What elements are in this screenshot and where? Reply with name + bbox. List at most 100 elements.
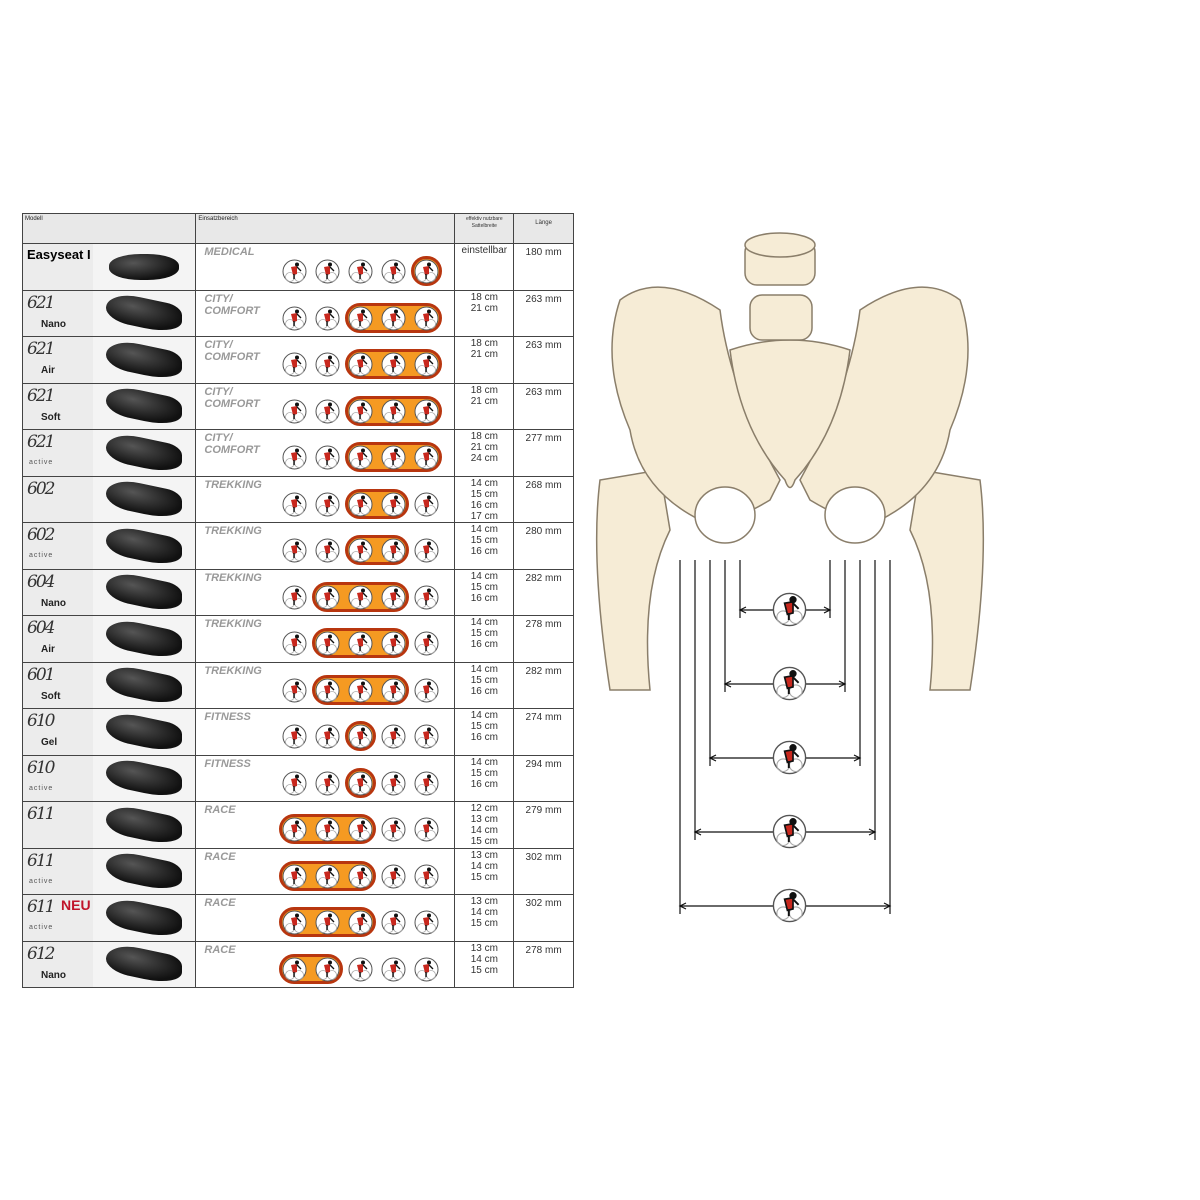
saddle-image <box>92 569 196 616</box>
saddle-image <box>92 429 196 476</box>
width-value: 16 cm <box>470 592 498 604</box>
rider-position-icon <box>348 259 373 284</box>
width-value: 14 cm <box>470 477 498 489</box>
width-value: 14 cm <box>470 617 498 628</box>
rider-position-icon <box>381 399 406 424</box>
saddle-image <box>92 894 196 941</box>
rider-position-icon <box>315 910 340 935</box>
width-value: 12 cm <box>470 803 498 814</box>
model-variant: Gel <box>41 737 58 748</box>
rider-position-icon <box>315 864 340 889</box>
riding-position-icons <box>279 814 447 844</box>
model-number: 621 <box>27 432 55 452</box>
width-value: 14 cm <box>470 953 498 965</box>
model-active: active <box>29 924 54 931</box>
width-value: 13 cm <box>470 942 498 954</box>
width-value: 13 cm <box>470 814 498 825</box>
riding-position-icons <box>282 767 447 798</box>
pelvis-diagram <box>595 232 985 923</box>
model-number: 621 <box>27 339 55 359</box>
saddle-length: 268 mm <box>525 479 562 491</box>
saddle-widths: einstellbar <box>455 244 515 290</box>
riding-position-icons <box>282 721 447 751</box>
sacrum <box>729 339 851 489</box>
rider-position-icon <box>414 538 439 563</box>
rider-position-icon <box>414 352 439 377</box>
rider-position-icon <box>315 399 340 424</box>
model-active: active <box>29 459 54 466</box>
rider-position-icon <box>381 771 406 796</box>
rider-position-icon <box>348 678 373 703</box>
usage-category: CITY/ COMFORT <box>204 339 260 363</box>
left-femur <box>595 469 671 691</box>
model-number: 602 <box>27 525 55 545</box>
rider-position-icon <box>414 957 439 982</box>
usage-category: TREKKING <box>204 618 262 630</box>
rider-position-icon <box>414 817 439 842</box>
riding-position-icons <box>282 395 447 426</box>
rider-position-icon <box>381 585 406 610</box>
rider-position-icon <box>282 306 307 331</box>
rider-position-icon <box>414 259 439 284</box>
rider-position-icon <box>772 592 807 627</box>
riding-position-icons <box>279 953 447 984</box>
saddle-image <box>92 848 196 895</box>
arrow-head-left <box>723 680 732 688</box>
rider-position-icon <box>414 399 439 424</box>
usage-category: TREKKING <box>204 571 262 584</box>
rider-position-icon <box>348 585 373 610</box>
rider-position-icon <box>315 352 340 377</box>
width-value: 15 cm <box>470 964 498 976</box>
width-value: 16 cm <box>470 546 498 557</box>
rider-position-icon <box>282 724 307 749</box>
saddle-length: 302 mm <box>525 851 562 863</box>
model-logo: 621 active <box>23 430 93 476</box>
rider-position-icon <box>414 631 439 656</box>
saddle-image <box>92 755 196 802</box>
usage-category: CITY/ COMFORT <box>204 432 260 456</box>
width-value: 15 cm <box>470 488 498 500</box>
width-value: 15 cm <box>470 871 498 883</box>
width-value: 21 cm <box>470 442 498 453</box>
width-value: 15 cm <box>470 674 498 686</box>
usage-category: RACE <box>204 850 236 863</box>
saddle-image <box>92 522 196 569</box>
width-value: 15 cm <box>470 581 498 593</box>
riding-position-icons <box>282 674 447 705</box>
model-name: Easyseat I <box>27 247 91 262</box>
arrow-head-right <box>838 680 847 688</box>
width-value: 14 cm <box>470 825 498 836</box>
rider-position-icon <box>381 910 406 935</box>
arrow-head-left <box>708 754 717 762</box>
model-number: 611 <box>27 897 55 917</box>
saddle-image <box>92 801 196 848</box>
rider-position-icon <box>381 864 406 889</box>
rider-position-icon <box>772 740 807 775</box>
riding-position-icons <box>279 860 447 891</box>
arrow-head-right <box>823 606 832 614</box>
rider-position-icon <box>315 678 340 703</box>
rider-position-icon <box>282 817 307 842</box>
saddle-length: 180 mm <box>525 247 562 258</box>
saddle-length: 278 mm <box>525 944 562 956</box>
rider-position-icon <box>348 817 373 842</box>
rider-position-icon <box>381 817 406 842</box>
rider-position-icon <box>315 492 340 517</box>
rider-position-icon <box>414 864 439 889</box>
model-logo: Easyseat I <box>23 244 93 290</box>
table-header: Modell Einsatzbereich effektiv nutzbare … <box>23 214 573 243</box>
